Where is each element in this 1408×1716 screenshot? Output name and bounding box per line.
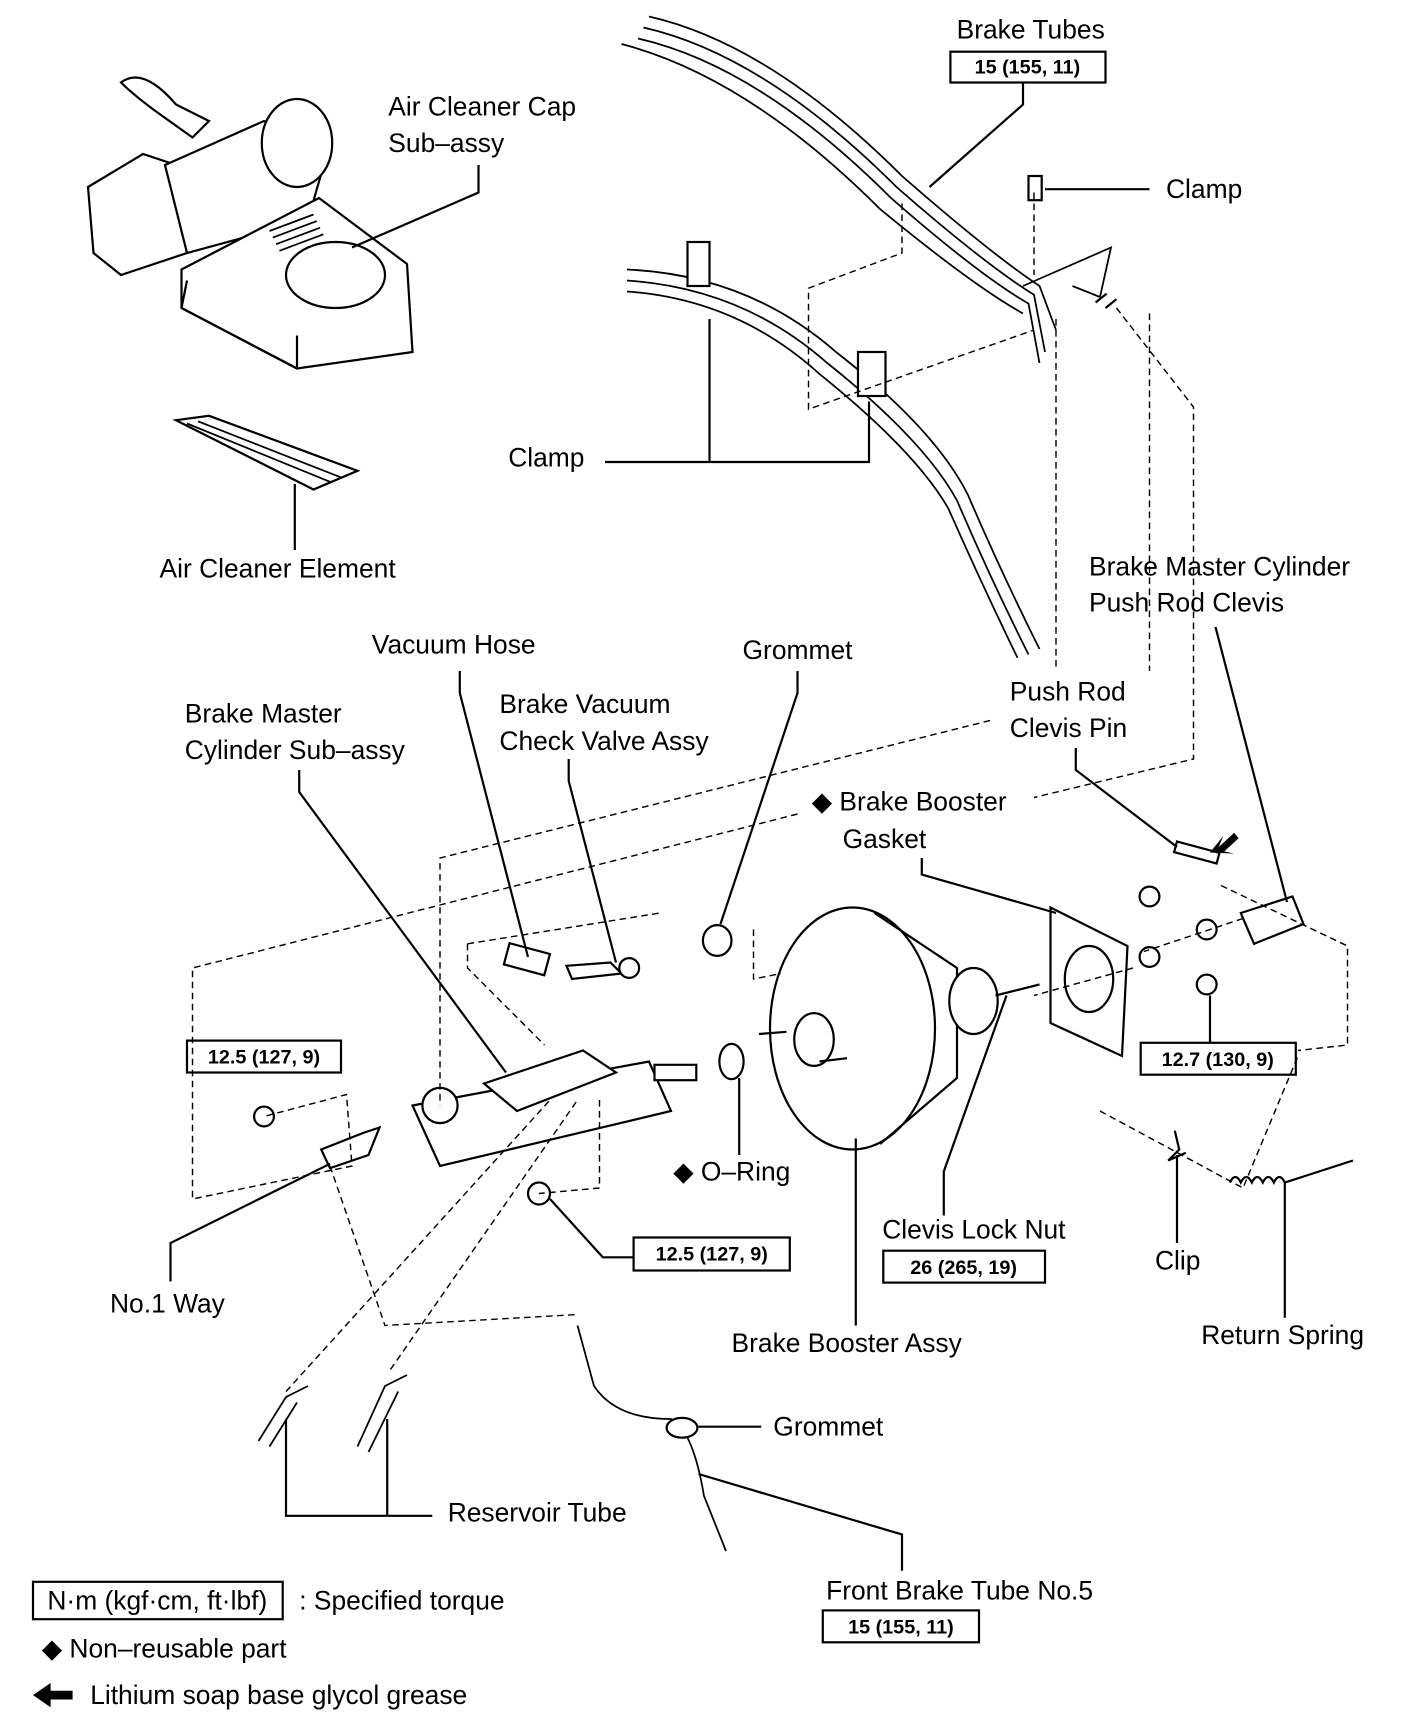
grease-arrow-icon [1210, 832, 1239, 854]
torque-value: 15 (155, 11) [975, 57, 1081, 79]
torque-box-clevis-lock-nut: 26 (265, 19) [882, 1249, 1047, 1284]
label-grommet-lower: Grommet [773, 1412, 884, 1442]
label-no1-way: No.1 Way [110, 1288, 226, 1318]
booster-gasket-part [1049, 905, 1129, 1058]
label-clamp-upper: Clamp [1166, 174, 1242, 204]
label-push-rod-clevis: Brake Master Cylinder [1089, 551, 1350, 581]
label-clevis-lock-nut: Clevis Lock Nut [882, 1215, 1066, 1245]
label-reservoir-tube: Reservoir Tube [448, 1497, 627, 1527]
legend-grease: Lithium soap base glycol grease [90, 1680, 467, 1710]
label-clevis-pin: Push Rod [1010, 677, 1126, 707]
brake-tubes-part [621, 15, 1118, 659]
torque-value: 15 (155, 11) [848, 1617, 954, 1639]
label-check-valve: Brake Vacuum [499, 689, 670, 719]
label-vacuum-hose: Vacuum Hose [372, 629, 536, 659]
label-clip: Clip [1155, 1245, 1200, 1275]
torque-value: 12.5 (127, 9) [208, 1047, 320, 1069]
torque-box-left: 12.5 (127, 9) [185, 1039, 343, 1074]
legend: N·m (kgf·cm, ft·lbf) : Specified torque … [31, 1580, 505, 1710]
label-push-rod-clevis-2: Push Rod Clevis [1089, 588, 1284, 618]
reservoir-tubes-part [257, 1374, 408, 1453]
label-return-spring: Return Spring [1201, 1320, 1364, 1350]
label-check-valve-2: Check Valve Assy [499, 726, 709, 756]
label-booster-gasket: ◆ Brake Booster [812, 787, 1007, 817]
front-brake-tube-part [576, 1325, 727, 1552]
return-spring-part [1228, 1159, 1354, 1185]
label-air-cleaner-element: Air Cleaner Element [160, 554, 397, 584]
label-brake-tubes: Brake Tubes [957, 15, 1105, 45]
nuts-and-pin [1138, 840, 1305, 996]
label-master-cylinder: Brake Master [185, 699, 342, 729]
legend-torque-desc: : Specified torque [299, 1585, 504, 1615]
torque-box-right: 12.7 (130, 9) [1139, 1041, 1297, 1076]
label-booster-gasket-2: Gasket [843, 824, 927, 854]
label-o-ring: ◆ O–Ring [673, 1156, 790, 1186]
master-cylinder-part [253, 1049, 698, 1206]
label-brake-booster-assy: Brake Booster Assy [732, 1328, 963, 1358]
label-air-cleaner-cap-2: Sub–assy [388, 128, 505, 158]
grommet-upper-part [701, 924, 733, 958]
check-valve-part [564, 957, 641, 981]
vacuum-hose-part [502, 941, 552, 977]
o-ring-part [718, 1042, 745, 1081]
leader-lines [169, 82, 1289, 1571]
grease-arrow-legend-icon [33, 1683, 73, 1708]
label-clamp-lower: Clamp [508, 442, 584, 472]
air-cleaner-element-part [172, 414, 361, 491]
label-grommet-upper: Grommet [743, 635, 854, 665]
legend-non-reusable: ◆ Non–reusable part [42, 1634, 287, 1664]
brake-booster-part [758, 906, 1040, 1151]
part-labels: Brake Tubes Air Cleaner Cap Sub–assy Cla… [110, 15, 1364, 1606]
torque-box-bottom: 12.5 (127, 9) [632, 1236, 791, 1272]
torque-box-brake-tubes: 15 (155, 11) [949, 50, 1107, 84]
label-clevis-pin-2: Clevis Pin [1010, 713, 1127, 743]
legend-torque-unit: N·m (kgf·cm, ft·lbf) [47, 1585, 267, 1615]
air-cleaner-cap-part [86, 76, 414, 370]
label-master-cylinder-2: Cylinder Sub–assy [185, 735, 406, 765]
alignment-lines [191, 192, 1349, 1392]
torque-value: 26 (265, 19) [910, 1257, 1017, 1279]
torque-box-front-brake-tube: 15 (155, 11) [821, 1609, 981, 1644]
label-front-brake-tube: Front Brake Tube No.5 [826, 1575, 1093, 1605]
torque-value: 12.5 (127, 9) [656, 1244, 768, 1266]
torque-value: 12.7 (130, 9) [1162, 1049, 1274, 1071]
label-air-cleaner-cap: Air Cleaner Cap [388, 92, 576, 122]
